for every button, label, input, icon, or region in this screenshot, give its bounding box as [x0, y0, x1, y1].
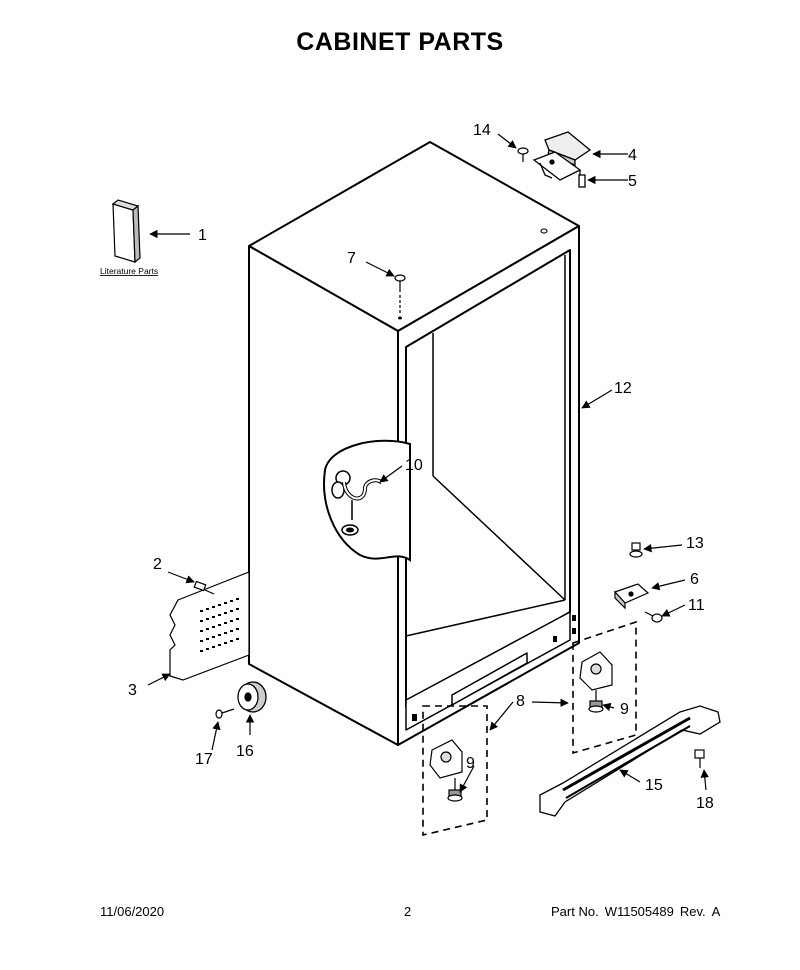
callout-5: 5	[628, 173, 637, 190]
hinge-screw-14	[517, 147, 529, 162]
callout-8: 8	[516, 693, 525, 710]
callout-9-left: 9	[466, 755, 475, 772]
rev-value: A	[711, 904, 721, 919]
part-no-value: W11505489	[604, 904, 674, 919]
callout-14: 14	[473, 122, 491, 139]
callout-17: 17	[195, 751, 213, 768]
leveling-leg-right	[572, 620, 637, 755]
roller-screw-17	[215, 708, 235, 719]
callout-2: 2	[153, 556, 162, 573]
literature-booklet	[111, 199, 141, 264]
drain-cutaway	[323, 439, 411, 562]
toe-grille-15	[539, 705, 721, 817]
rear-panel	[169, 571, 250, 681]
callout-15: 15	[645, 777, 663, 794]
panel-screw-2	[193, 580, 215, 595]
callout-9-right: 9	[620, 701, 629, 718]
callout-12: 12	[614, 380, 632, 397]
part-13-plug	[629, 542, 643, 558]
top-screw-7	[394, 274, 406, 315]
cabinet-body	[248, 141, 580, 746]
callout-4: 4	[628, 147, 637, 164]
leader-lines	[147, 133, 709, 793]
callout-13: 13	[686, 535, 704, 552]
callout-6: 6	[690, 571, 699, 588]
page-title: CABINET PARTS	[296, 28, 504, 56]
screw-18	[694, 749, 705, 768]
rev-label: Rev.	[679, 904, 706, 919]
callout-18: 18	[696, 795, 714, 812]
literature-parts-label: Literature Parts	[100, 266, 158, 276]
callout-1: 1	[198, 227, 207, 244]
bracket-6	[613, 583, 650, 610]
footer-page-number: 2	[404, 904, 412, 919]
top-hinge	[532, 131, 592, 188]
callout-7: 7	[347, 250, 356, 267]
leveling-leg-left	[422, 705, 488, 837]
callout-3: 3	[128, 682, 137, 699]
part-no-label: Part No.	[551, 904, 599, 919]
screw-11	[644, 611, 663, 623]
footer-date: 11/06/2020	[100, 904, 165, 919]
callout-10: 10	[405, 457, 423, 474]
footer-part-info: Part No. W11505489 Rev. A	[551, 904, 726, 919]
callout-16: 16	[236, 743, 254, 760]
callout-11: 11	[688, 597, 705, 614]
rear-roller-16	[237, 681, 267, 713]
